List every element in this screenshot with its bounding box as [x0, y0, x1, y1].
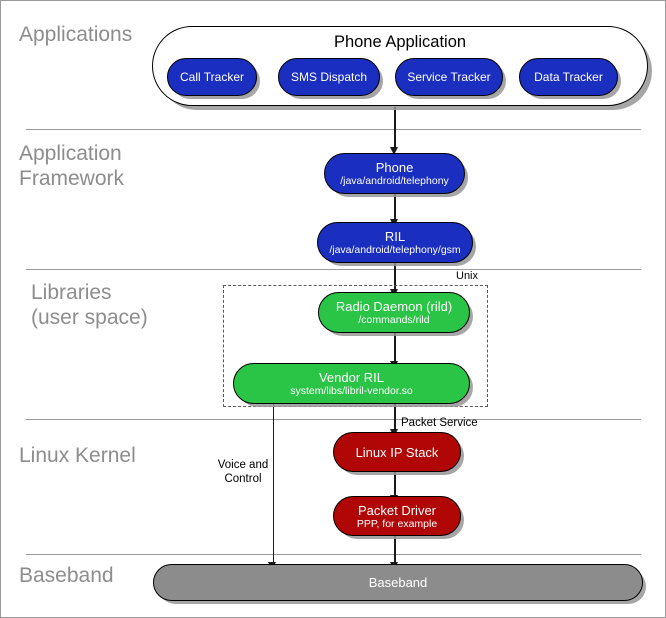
- node-packet-driver-subtitle: PPP, for example: [356, 517, 438, 530]
- layer-separator-libraries: [26, 419, 641, 420]
- node-linux-ip-stack[interactable]: Linux IP Stack: [333, 432, 461, 472]
- node-phone[interactable]: Phone /java/android/telephony: [324, 153, 465, 194]
- layer-label-libraries: Libraries (user space): [31, 281, 148, 329]
- node-radio-daemon[interactable]: Radio Daemon (rild) /commands/rild: [318, 292, 470, 333]
- node-vendor-ril-subtitle: system/libs/libril-vendor.so: [290, 385, 413, 397]
- app-service-tracker-label: Service Tracker: [407, 69, 491, 84]
- unix-group-label: Unix: [456, 270, 479, 282]
- connector-phone-to-ril: [394, 193, 396, 223]
- arrowhead-app-to-phone: [390, 147, 398, 155]
- app-service-tracker[interactable]: Service Tracker: [395, 58, 503, 96]
- connector-packet-driver-to-baseband: [394, 534, 396, 566]
- phone-application-title: Phone Application: [333, 33, 467, 51]
- connector-vendor-ril-to-ip-stack: [394, 399, 396, 433]
- node-phone-title: Phone: [375, 160, 414, 175]
- app-data-tracker-label: Data Tracker: [534, 69, 603, 84]
- edge-label-voice-and-control: Voice and Control: [217, 459, 269, 485]
- node-baseband[interactable]: Baseband: [153, 564, 643, 601]
- node-vendor-ril[interactable]: Vendor RIL system/libs/libril-vendor.so: [233, 363, 470, 404]
- node-vendor-ril-title: Vendor RIL: [318, 370, 385, 385]
- app-sms-dispatch[interactable]: SMS Dispatch: [278, 58, 380, 96]
- node-radio-daemon-subtitle: /commands/rild: [358, 314, 430, 326]
- layer-label-application-framework: Application Framework: [19, 142, 125, 190]
- app-data-tracker[interactable]: Data Tracker: [519, 58, 618, 96]
- node-ril-subtitle: /java/android/telephony/gsm: [329, 244, 461, 256]
- app-call-tracker-label: Call Tracker: [179, 69, 244, 84]
- connector-ip-stack-to-packet-driver: [394, 471, 396, 499]
- layer-separator-kernel: [26, 554, 641, 555]
- app-call-tracker[interactable]: Call Tracker: [167, 58, 257, 96]
- node-radio-daemon-title: Radio Daemon (rild): [335, 299, 453, 314]
- node-packet-driver[interactable]: Packet Driver PPP, for example: [333, 496, 461, 536]
- edge-label-packet-service: Packet Service: [401, 417, 478, 429]
- connector-app-to-phone: [394, 107, 396, 151]
- node-ril[interactable]: RIL /java/android/telephony/gsm: [317, 222, 473, 263]
- connector-vendor-ril-to-baseband-voice: [272, 399, 274, 566]
- connector-rild-to-vendor-ril: [394, 331, 396, 365]
- layer-separator-applications: [26, 129, 641, 130]
- node-packet-driver-title: Packet Driver: [357, 502, 437, 518]
- layer-label-linux-kernel: Linux Kernel: [19, 444, 136, 467]
- node-phone-subtitle: /java/android/telephony: [340, 175, 449, 187]
- node-baseband-title: Baseband: [368, 575, 428, 590]
- app-sms-dispatch-label: SMS Dispatch: [290, 69, 368, 84]
- layer-separator-framework: [26, 269, 641, 270]
- layer-label-applications: Applications: [19, 23, 133, 46]
- connector-ril-to-rild: [394, 259, 396, 293]
- unix-group-box: [223, 285, 488, 407]
- layer-label-baseband: Baseband: [19, 564, 114, 587]
- node-ril-title: RIL: [384, 229, 406, 244]
- node-linux-ip-stack-title: Linux IP Stack: [355, 444, 439, 460]
